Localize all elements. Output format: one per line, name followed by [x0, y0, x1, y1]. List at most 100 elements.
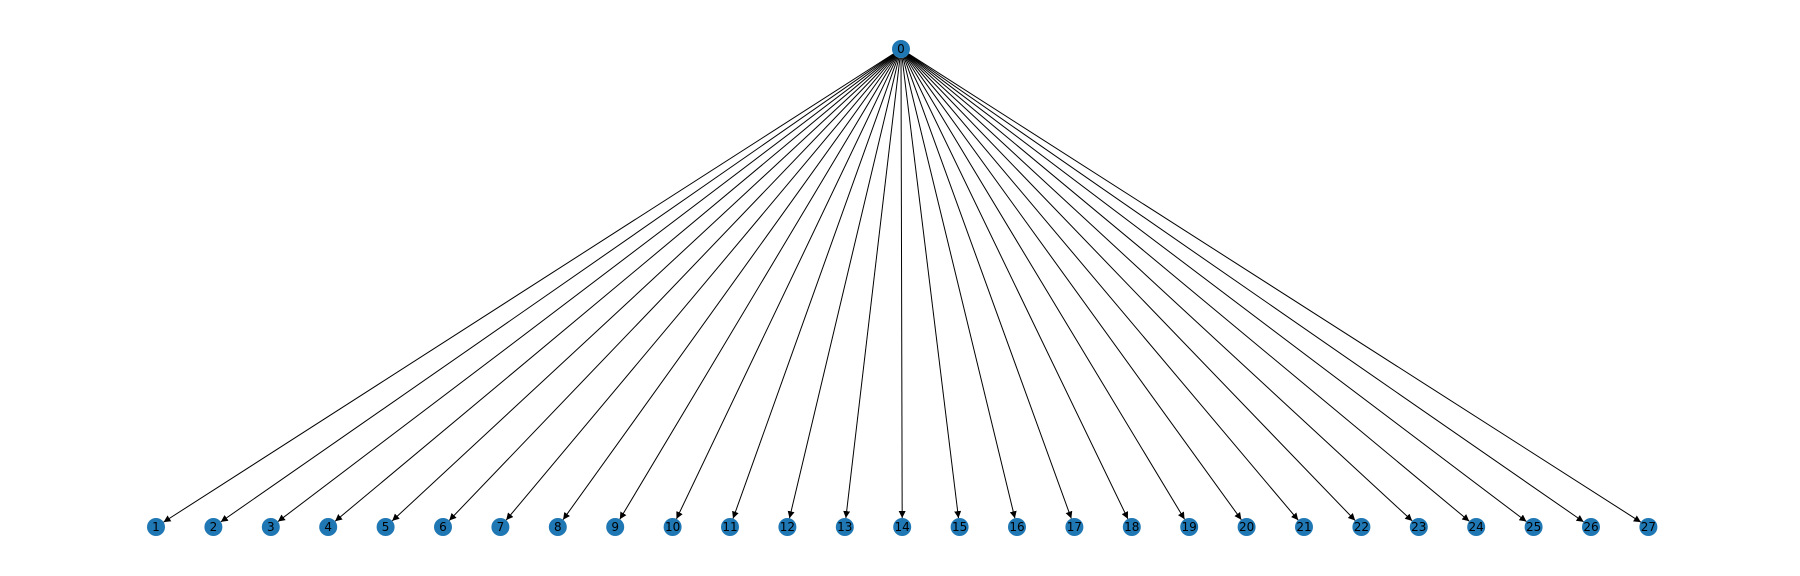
node-3: 3: [261, 518, 280, 536]
node-23-circle: [1409, 518, 1428, 536]
node-12-circle: [778, 518, 797, 536]
node-11: 11: [721, 518, 739, 536]
node-11-circle: [721, 518, 739, 536]
node-16-label: 16: [1009, 520, 1024, 534]
node-7-label: 7: [497, 520, 505, 534]
node-20-label: 20: [1239, 520, 1254, 534]
node-10-circle: [663, 518, 682, 536]
node-19-label: 19: [1182, 520, 1197, 534]
node-6-label: 6: [439, 520, 447, 534]
node-4-circle: [319, 518, 338, 536]
node-17-label: 17: [1067, 520, 1082, 534]
node-22-label: 22: [1354, 520, 1369, 534]
node-5-label: 5: [382, 520, 390, 534]
edge-0-to-13: [843, 57, 901, 519]
node-0: 0: [892, 40, 910, 58]
node-2-label: 2: [210, 520, 218, 534]
node-2-circle: [204, 518, 223, 536]
node-23: 23: [1409, 518, 1428, 536]
node-5: 5: [376, 518, 395, 536]
node-23-label: 23: [1411, 520, 1426, 534]
node-14: 14: [893, 518, 912, 536]
edge-0-to-24: [907, 54, 1470, 522]
edge-0-to-20: [905, 55, 1242, 521]
node-12: 12: [778, 518, 797, 536]
edge-0-to-15: [901, 57, 962, 519]
node-13-label: 13: [837, 520, 852, 534]
node-24-circle: [1467, 518, 1486, 536]
node-21: 21: [1295, 518, 1313, 536]
node-3-circle: [261, 518, 280, 536]
node-17-circle: [1065, 518, 1084, 536]
edge-0-to-16: [902, 57, 1017, 519]
node-13: 13: [835, 518, 854, 536]
node-21-label: 21: [1296, 520, 1311, 534]
node-4: 4: [319, 518, 338, 536]
node-9-circle: [606, 518, 625, 536]
node-7: 7: [491, 518, 510, 536]
node-15: 15: [950, 518, 969, 536]
node-1-circle: [147, 518, 165, 536]
edge-0-to-14: [898, 57, 906, 519]
node-19: 19: [1180, 518, 1199, 536]
node-7-circle: [491, 518, 510, 536]
node-10: 10: [663, 518, 682, 536]
node-8-circle: [548, 518, 567, 536]
edge-0-to-18: [904, 56, 1129, 520]
node-1-label: 1: [152, 520, 160, 534]
edge-0-to-7: [505, 55, 896, 521]
edge-0-to-6: [448, 55, 896, 521]
edge-0-to-9: [619, 56, 897, 520]
node-8-label: 8: [554, 520, 562, 534]
node-25: 25: [1524, 518, 1543, 536]
edges-layer: [163, 53, 1642, 523]
edge-0-to-8: [562, 56, 897, 520]
node-27: 27: [1639, 518, 1658, 536]
node-26: 26: [1582, 518, 1600, 536]
node-0-circle: [892, 40, 910, 58]
node-6: 6: [434, 518, 452, 536]
node-5-circle: [376, 518, 395, 536]
node-3-label: 3: [267, 520, 275, 534]
node-15-circle: [950, 518, 969, 536]
node-4-label: 4: [324, 520, 332, 534]
node-26-label: 26: [1583, 520, 1598, 534]
node-17: 17: [1065, 518, 1084, 536]
node-27-circle: [1639, 518, 1658, 536]
edge-0-to-21: [906, 55, 1299, 521]
node-18-label: 18: [1124, 520, 1139, 534]
node-14-circle: [893, 518, 912, 536]
node-25-label: 25: [1526, 520, 1541, 534]
node-6-circle: [434, 518, 452, 536]
node-26-circle: [1582, 518, 1600, 536]
edge-0-to-5: [391, 54, 895, 522]
edge-0-to-23: [907, 54, 1413, 522]
edge-0-to-2: [220, 53, 894, 523]
edge-0-to-22: [906, 55, 1356, 521]
node-2: 2: [204, 518, 223, 536]
node-19-circle: [1180, 518, 1199, 536]
node-9-label: 9: [611, 520, 619, 534]
node-1: 1: [147, 518, 165, 536]
node-20-circle: [1237, 518, 1256, 536]
node-20: 20: [1237, 518, 1256, 536]
edge-0-to-17: [903, 57, 1073, 519]
node-22-circle: [1352, 518, 1371, 536]
edge-0-to-27: [908, 53, 1642, 523]
node-13-circle: [835, 518, 854, 536]
edge-0-to-11: [732, 57, 899, 519]
node-15-label: 15: [952, 520, 967, 534]
node-24: 24: [1467, 518, 1486, 536]
edge-0-to-3: [277, 54, 895, 522]
edge-0-to-26: [908, 53, 1584, 523]
node-25-circle: [1524, 518, 1543, 536]
edge-0-to-25: [907, 54, 1527, 522]
node-0-label: 0: [897, 42, 905, 56]
node-18: 18: [1122, 518, 1141, 536]
node-24-label: 24: [1469, 520, 1484, 534]
edge-0-to-10: [676, 56, 898, 520]
node-21-circle: [1295, 518, 1313, 536]
node-27-label: 27: [1641, 520, 1656, 534]
